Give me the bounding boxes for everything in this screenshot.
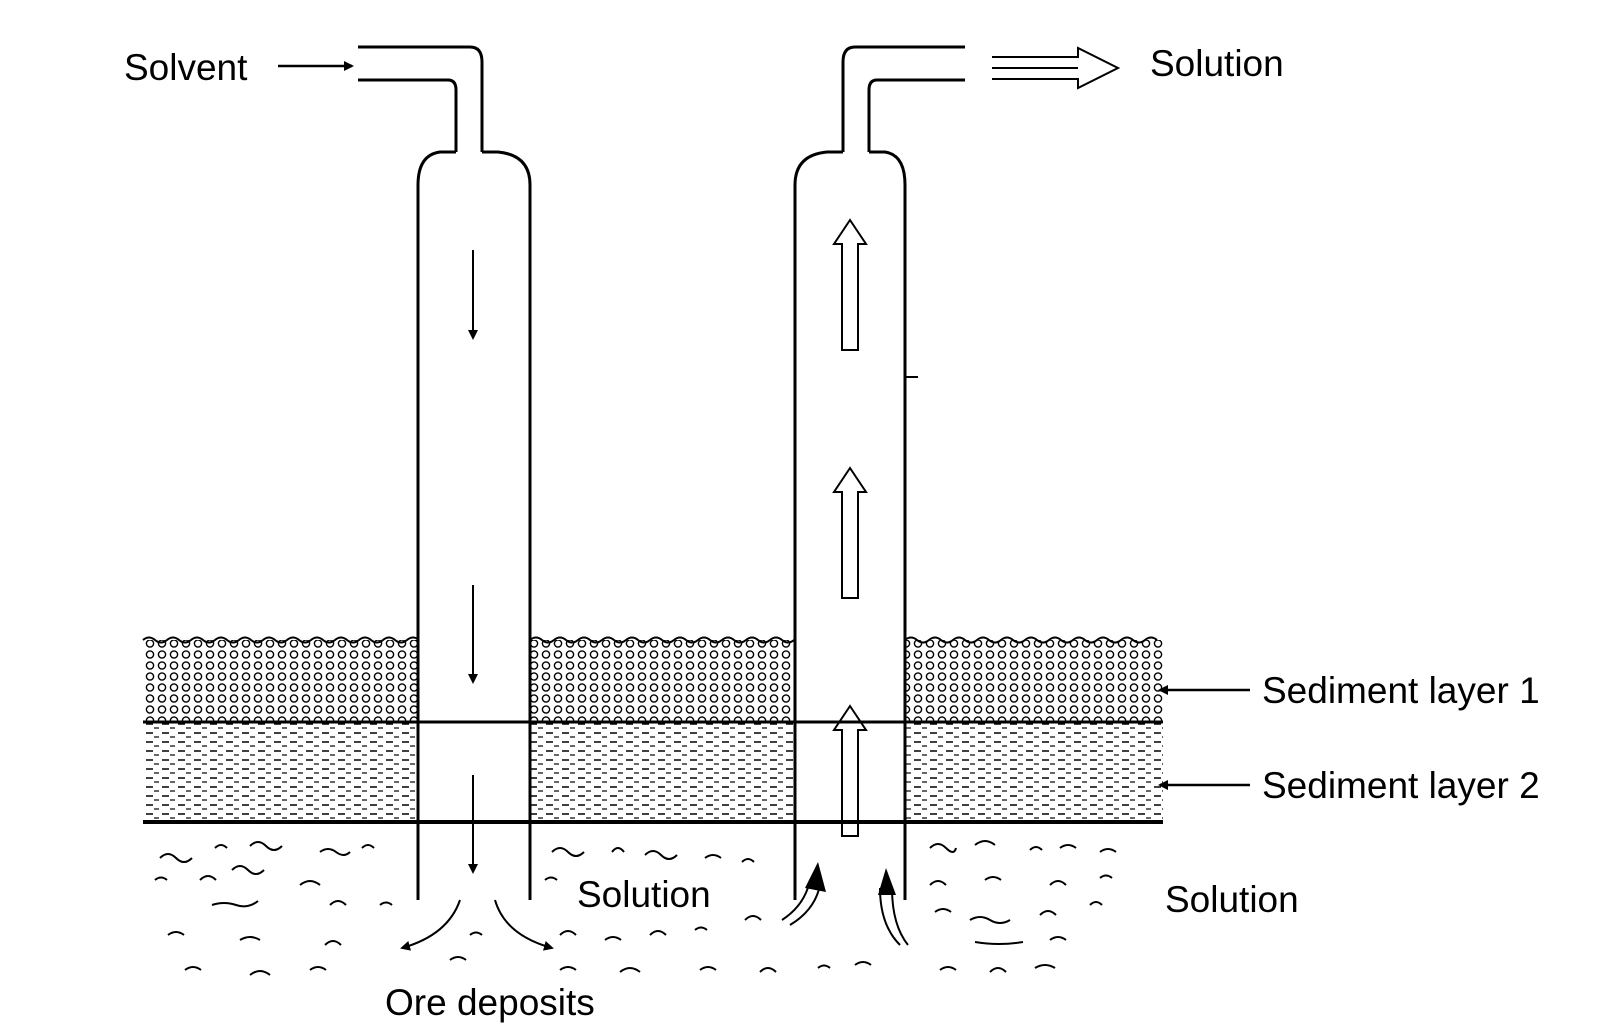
sediment-layer-1 [142, 636, 1163, 722]
solution-right-label: Solution [1165, 879, 1299, 920]
extraction-well [793, 45, 965, 900]
injection-well [358, 45, 532, 900]
sediment-pointer-arrows [1158, 685, 1250, 790]
solution-flow-arrows [781, 218, 909, 946]
sediment-layer-1-label: Sediment layer 1 [1262, 670, 1540, 711]
solution-middle-label: Solution [577, 874, 711, 915]
ore-deposits-label: Ore deposits [385, 982, 595, 1023]
solution-outlet-arrow [992, 46, 1121, 90]
solvent-label: Solvent [124, 47, 248, 88]
solvent-flow-arrows [400, 250, 554, 951]
sediment-layer-2-label: Sediment layer 2 [1262, 765, 1540, 806]
solution-outlet-label: Solution [1150, 43, 1284, 84]
ore-deposit-squiggles [154, 840, 1117, 976]
sediment-layer-2 [143, 720, 1163, 824]
